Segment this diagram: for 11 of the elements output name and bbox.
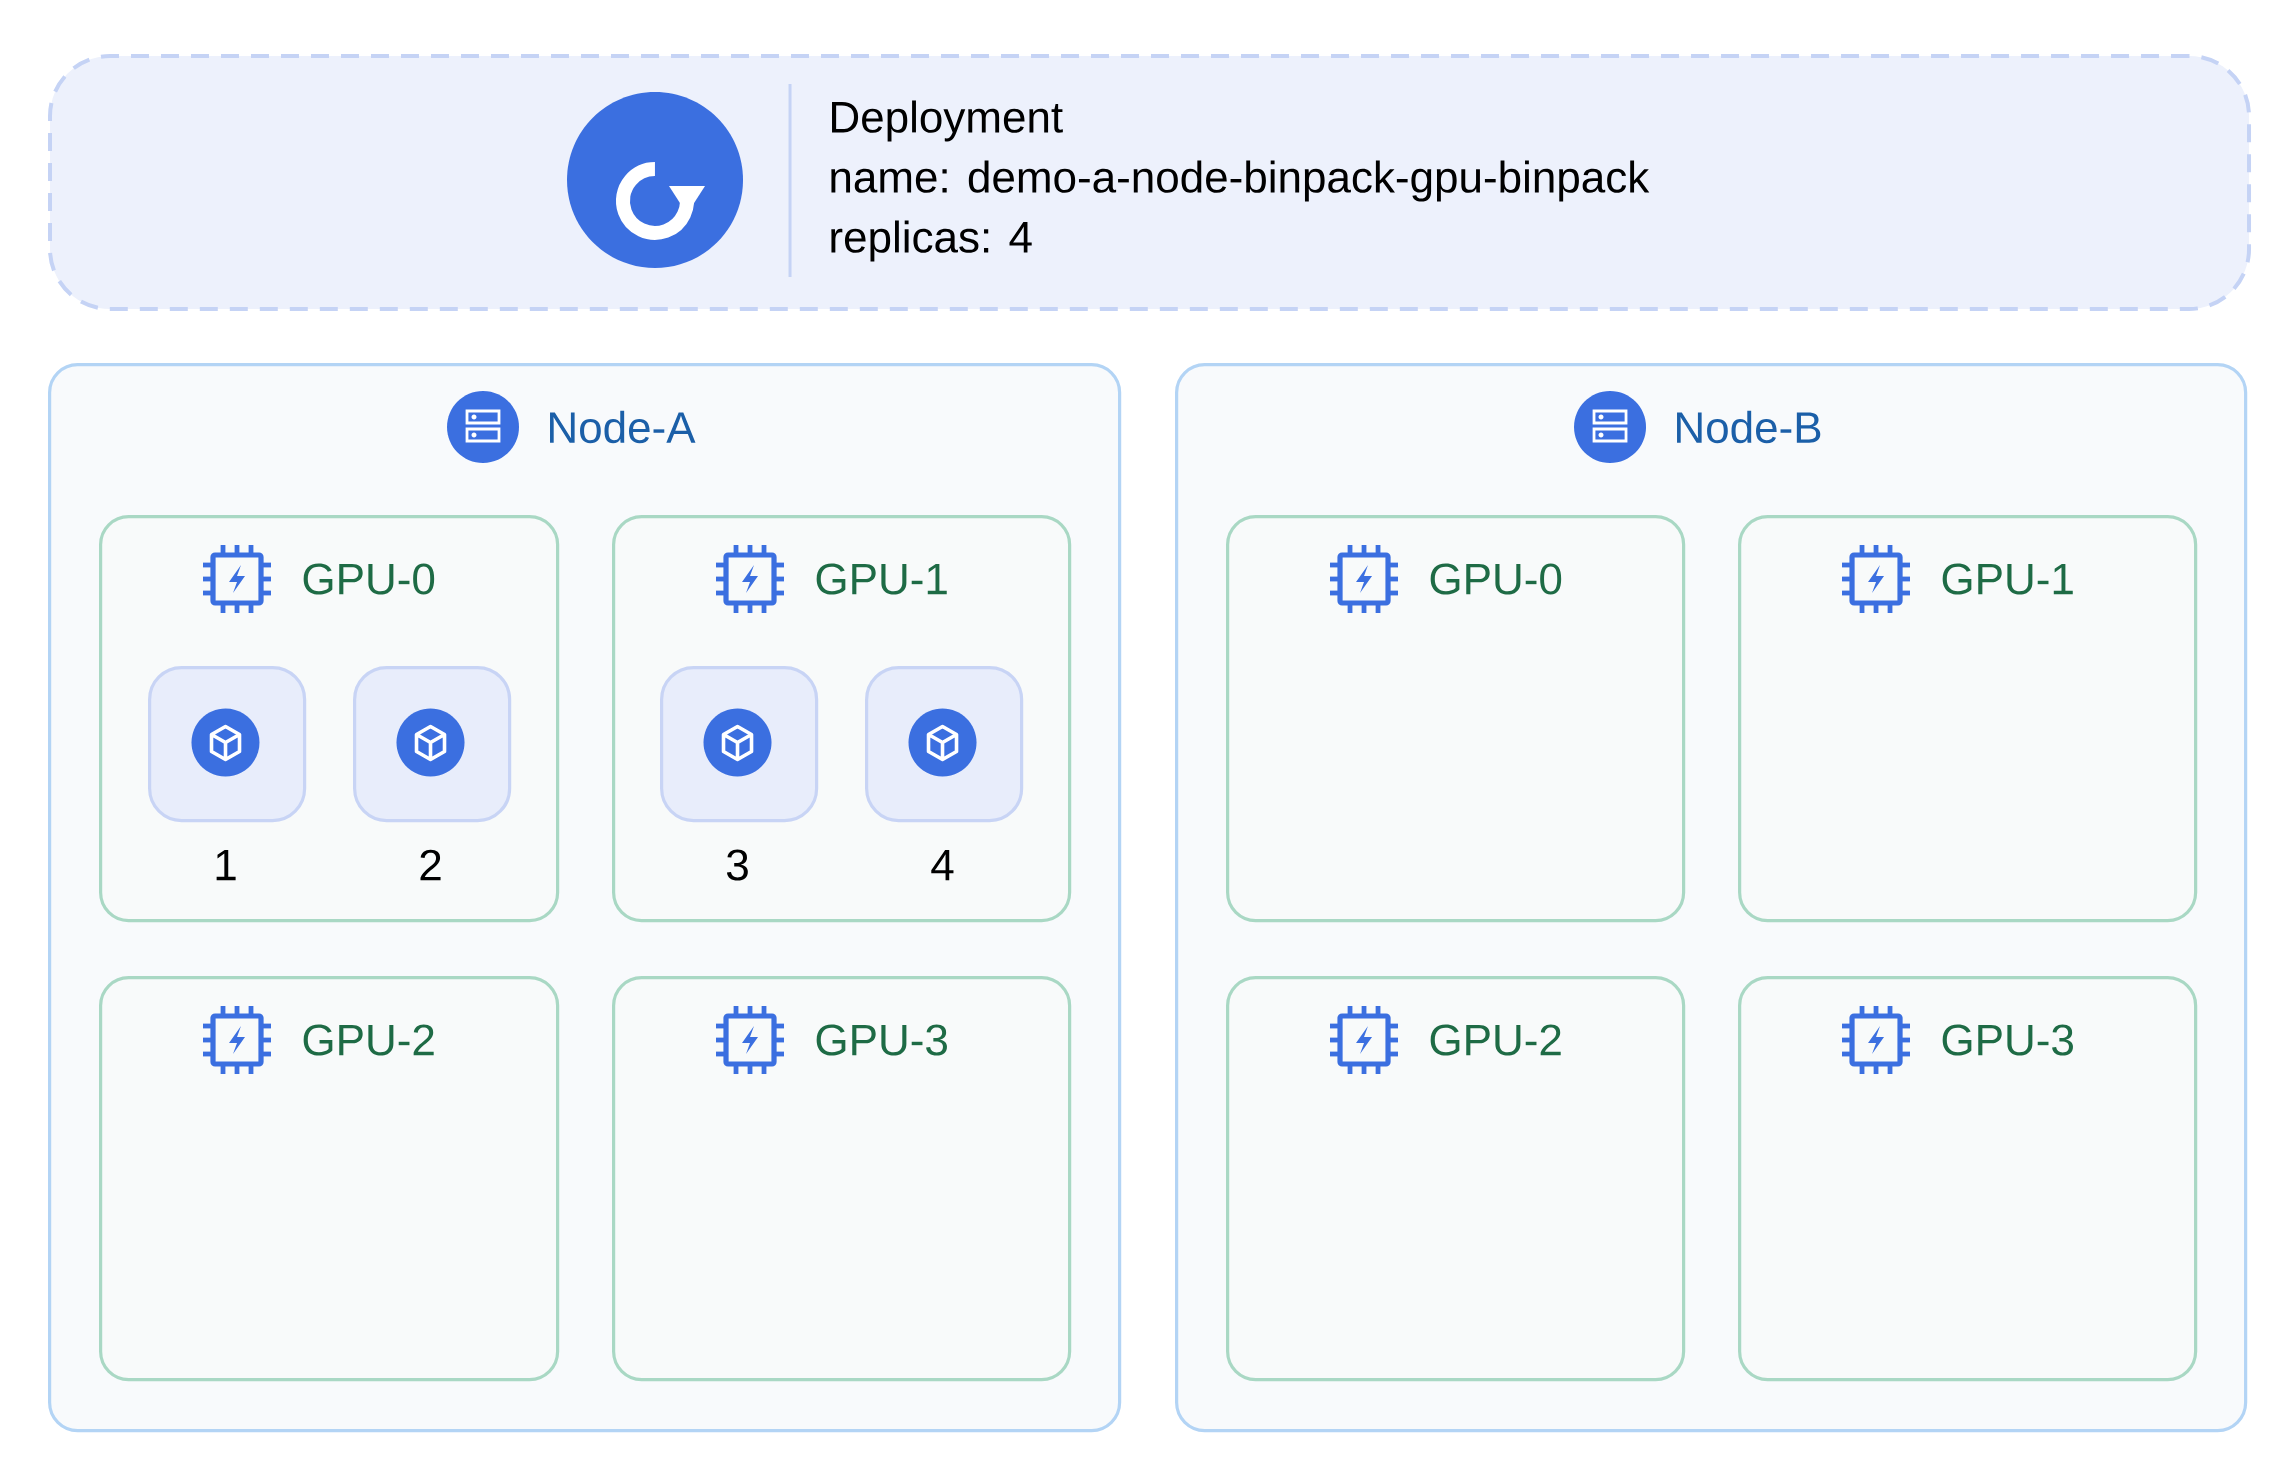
gpu-panel: GPU-2 — [99, 976, 560, 1382]
deployment-panel: Deployment name: demo-a-node-binpack-gpu-binpack replicas: 4 — [48, 54, 2252, 311]
pod-number: 3 — [726, 849, 748, 881]
gpu-panel: GPU-3 — [612, 976, 1072, 1382]
pod-number: 1 — [216, 849, 236, 881]
pod-number: 2 — [420, 849, 441, 881]
gpu-panel: GPU-2 — [1226, 976, 1686, 1382]
gpu-panel: GPU-3 — [1738, 976, 2198, 1382]
gpu-panel: GPU-0 — [1226, 515, 1686, 923]
gpu-panel: GPU-1 — [1738, 515, 2198, 923]
pod-number: 4 — [931, 849, 954, 881]
